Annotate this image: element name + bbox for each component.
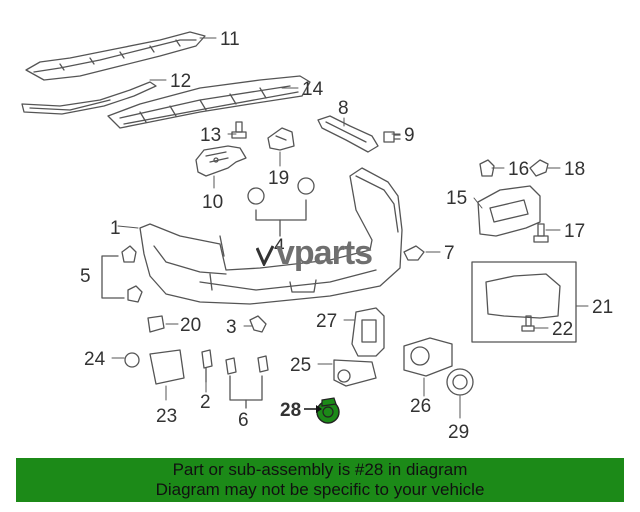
part-12-drawing xyxy=(21,81,157,115)
callout-23: 23 xyxy=(156,406,177,427)
part-5-clips-drawing xyxy=(101,245,143,303)
part-23-drawing xyxy=(149,349,185,385)
callout-9: 9 xyxy=(404,125,415,146)
callout-24: 24 xyxy=(84,349,106,370)
callout-16: 16 xyxy=(508,159,529,180)
parts-diagram: 11 12 14 8 13 9 10 19 1 4 7 5 15 16 18 1… xyxy=(21,29,613,443)
part-3-drawing xyxy=(249,315,267,333)
callout-13: 13 xyxy=(200,125,221,146)
part-1-bumper-drawing xyxy=(139,167,403,305)
part-17-drawing xyxy=(533,223,549,243)
callout-4: 4 xyxy=(274,236,285,257)
callout-20: 20 xyxy=(180,315,201,336)
callout-1: 1 xyxy=(110,218,121,239)
banner-line-part: Part or sub-assembly is #28 in diagram xyxy=(172,460,468,479)
callout-8: 8 xyxy=(338,98,349,119)
callout-27: 27 xyxy=(316,311,337,332)
vparts-watermark: vparts xyxy=(256,236,388,270)
callout-25: 25 xyxy=(290,355,311,376)
part-11-drawing xyxy=(25,31,206,81)
part-29-drawing xyxy=(446,368,474,396)
part-13-drawing xyxy=(231,121,247,139)
callout-22: 22 xyxy=(552,319,573,340)
callout-26: 26 xyxy=(410,396,431,417)
callout-2: 2 xyxy=(200,392,211,413)
part-22-drawing xyxy=(521,315,535,332)
part-2-drawing xyxy=(201,349,213,383)
part-20-drawing xyxy=(147,315,165,333)
callout-17: 17 xyxy=(564,221,585,242)
watermark-text: vparts xyxy=(276,234,373,272)
callout-11: 11 xyxy=(220,29,240,50)
callout-28-highlighted: 28 xyxy=(280,400,301,421)
callout-3: 3 xyxy=(226,317,237,338)
part-16-drawing xyxy=(479,159,495,177)
part-21-drawing xyxy=(471,261,577,343)
part-27-drawing xyxy=(351,307,385,357)
part-15-drawing xyxy=(477,185,541,237)
part-26-drawing xyxy=(403,337,453,377)
callout-19: 19 xyxy=(268,168,289,189)
part-7-drawing xyxy=(403,245,425,261)
part-9-drawing xyxy=(383,131,401,143)
part-info-banner: Part or sub-assembly is #28 in diagram D… xyxy=(16,458,624,502)
part-8-drawing xyxy=(317,115,379,153)
part-14-drawing xyxy=(107,75,311,129)
vparts-logo-icon xyxy=(256,245,274,266)
callout-10: 10 xyxy=(202,192,223,213)
part-28-drawing xyxy=(304,397,340,424)
part-19-clip-drawing xyxy=(267,127,295,151)
callout-7: 7 xyxy=(444,243,455,264)
part-4-clips-drawing xyxy=(247,177,315,237)
callout-15: 15 xyxy=(446,188,467,209)
callout-5: 5 xyxy=(80,266,91,287)
part-6-drawing xyxy=(225,355,269,409)
part-24-drawing xyxy=(124,352,140,368)
callout-14: 14 xyxy=(302,79,324,100)
callout-21: 21 xyxy=(592,297,613,318)
callout-18: 18 xyxy=(564,159,585,180)
part-10-drawing xyxy=(195,145,247,177)
callout-6: 6 xyxy=(238,410,249,431)
banner-line-disclaimer: Diagram may not be specific to your vehi… xyxy=(155,480,485,499)
callout-29: 29 xyxy=(448,422,469,443)
callout-12: 12 xyxy=(170,71,191,92)
leader-lines xyxy=(111,37,589,419)
part-25-drawing xyxy=(333,359,377,387)
part-18-drawing xyxy=(529,159,549,177)
